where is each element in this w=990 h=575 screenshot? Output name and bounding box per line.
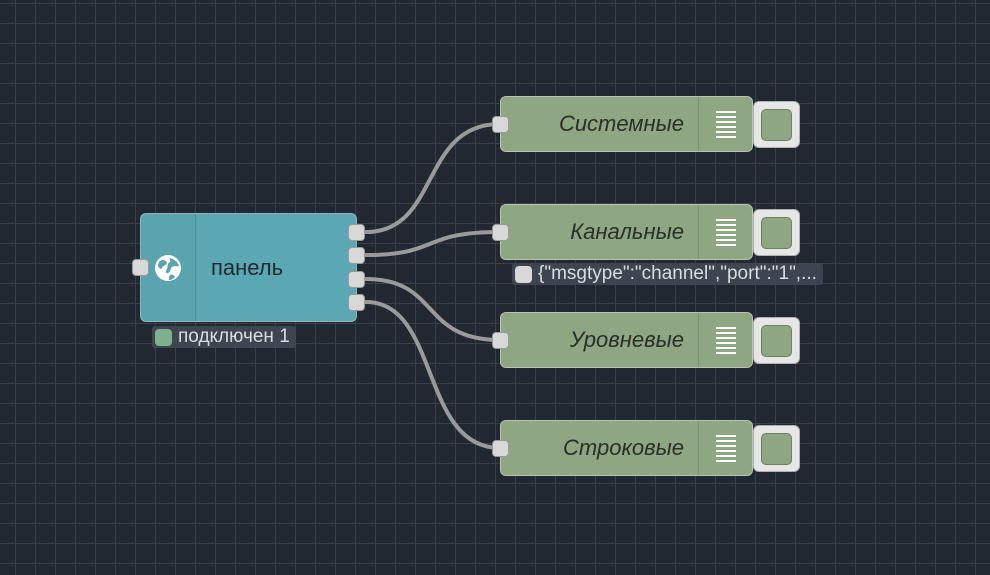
- debug-node[interactable]: Канальные: [500, 204, 753, 260]
- globe-icon: [155, 254, 181, 281]
- output-port-2[interactable]: [348, 247, 365, 264]
- debug-toggle-button[interactable]: [753, 101, 800, 148]
- debug-node[interactable]: Уровневые: [500, 312, 753, 368]
- wire-1[interactable]: [364, 122, 502, 234]
- status-indicator: [155, 328, 172, 346]
- toggle-indicator: [761, 216, 792, 249]
- debug-toggle-button[interactable]: [753, 317, 800, 364]
- input-port[interactable]: [492, 224, 509, 241]
- node-label: панель: [211, 255, 284, 280]
- node-icon-area: [698, 421, 752, 475]
- input-port[interactable]: [492, 332, 509, 349]
- debug-toggle-button[interactable]: [753, 209, 800, 256]
- node-label: Уровневые: [569, 327, 684, 352]
- output-port-3[interactable]: [348, 271, 365, 288]
- status-indicator: [515, 265, 532, 283]
- toggle-indicator: [761, 108, 792, 141]
- input-port[interactable]: [492, 440, 509, 457]
- list-lines-icon: [715, 219, 736, 246]
- debug-node[interactable]: Системные: [500, 96, 753, 152]
- debug-node[interactable]: Строковые: [500, 420, 753, 476]
- list-lines-icon: [715, 327, 736, 354]
- node-icon-area: [698, 313, 752, 367]
- toggle-indicator: [761, 324, 792, 357]
- node-label: Строковые: [563, 435, 684, 460]
- list-lines-icon: [715, 435, 736, 462]
- node-label: Канальные: [570, 219, 684, 244]
- input-port[interactable]: [132, 259, 149, 276]
- toggle-indicator: [761, 432, 792, 465]
- node-icon-area: [141, 214, 196, 321]
- input-port[interactable]: [492, 116, 509, 133]
- node-status: {"msgtype":"channel","port":"1",...: [512, 263, 823, 285]
- output-port-1[interactable]: [348, 224, 365, 241]
- status-text: подключен 1: [178, 326, 290, 347]
- node-icon-area: [698, 97, 752, 151]
- list-lines-icon: [715, 111, 736, 138]
- node-status: подключен 1: [152, 326, 296, 348]
- websocket-node[interactable]: панель: [140, 213, 357, 322]
- debug-toggle-button[interactable]: [753, 425, 800, 472]
- wire-3[interactable]: [364, 277, 502, 342]
- wire-4[interactable]: [364, 300, 502, 450]
- status-text: {"msgtype":"channel","port":"1",...: [538, 263, 817, 284]
- node-icon-area: [698, 205, 752, 259]
- node-label: Системные: [558, 111, 684, 136]
- wire-2[interactable]: [364, 230, 502, 257]
- output-port-4[interactable]: [348, 294, 365, 311]
